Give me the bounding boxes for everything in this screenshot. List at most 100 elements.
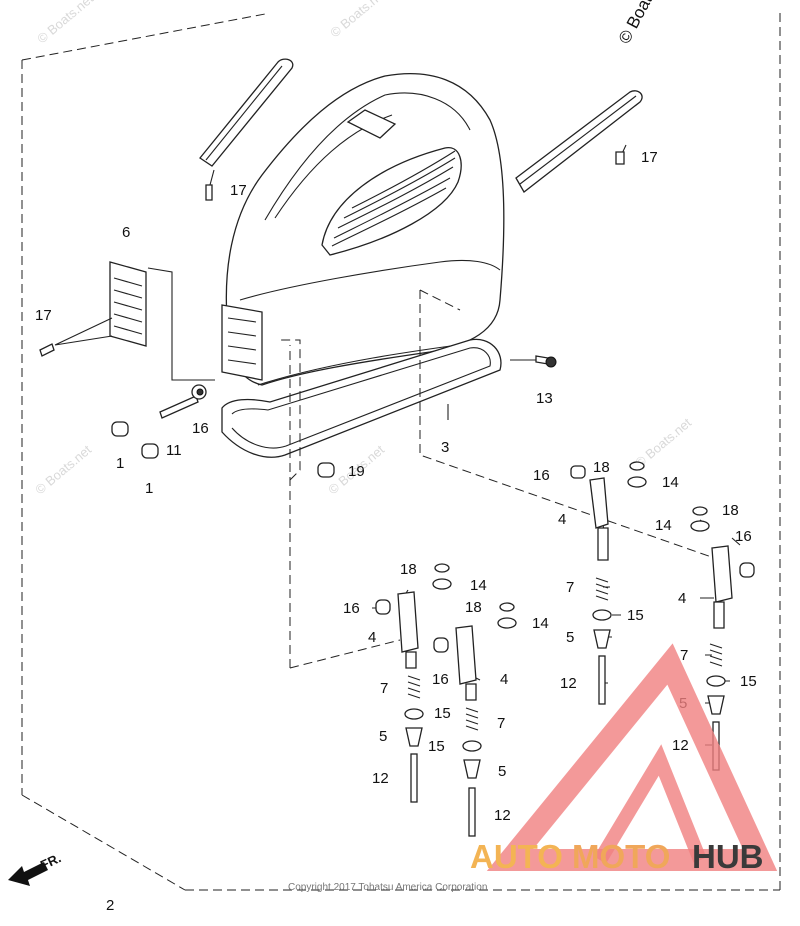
- screw: [39, 343, 55, 357]
- part-number-label: 4: [500, 671, 508, 688]
- part-number-label: 16: [533, 467, 550, 484]
- part-number-label: 7: [380, 680, 388, 697]
- cowl-line: [239, 259, 501, 301]
- cap-5: [593, 629, 611, 649]
- washer-15: [404, 708, 424, 720]
- grille-body: [109, 261, 147, 347]
- spring-stacks: [404, 577, 726, 837]
- collar: [375, 599, 391, 615]
- top-cowling: [221, 73, 505, 405]
- spring-7: [595, 577, 609, 601]
- watermark: © Boats.net: [34, 0, 96, 46]
- part-number-label: 17: [35, 307, 52, 324]
- part-number-label: 18: [593, 459, 610, 476]
- screw: [615, 151, 625, 165]
- part-number-label: 4: [678, 590, 686, 607]
- part-number-label: 6: [122, 224, 130, 241]
- rear-cutout: [221, 304, 263, 381]
- part-number-label: 16: [735, 528, 752, 545]
- brand-hub: HUB: [692, 838, 764, 875]
- part-number-label: 17: [230, 182, 247, 199]
- cowl-seal: [221, 338, 502, 458]
- spring-7: [709, 643, 723, 667]
- bolt-head: [545, 356, 557, 368]
- watermark: © Boats.net: [632, 415, 694, 471]
- part-number-label: 1: [116, 455, 124, 472]
- washer-15: [706, 675, 726, 687]
- part-number-label: 17: [641, 149, 658, 166]
- part-number-label: 18: [400, 561, 417, 578]
- part-number-label: 16: [432, 671, 449, 688]
- screw: [205, 184, 213, 201]
- seal-outer: [221, 338, 502, 458]
- part-number-label: 5: [498, 763, 506, 780]
- part-number-label: 15: [434, 705, 451, 722]
- part-number-label: 7: [680, 647, 688, 664]
- rear-grille: [109, 261, 147, 347]
- strip-line: [519, 95, 637, 185]
- part-number-label: 18: [465, 599, 482, 616]
- nut: [434, 563, 450, 573]
- watermark-corner: © Boats.net: [615, 0, 674, 47]
- cap-5: [463, 759, 481, 779]
- brand-moto: MOTO: [572, 838, 670, 875]
- latch-pin: [405, 651, 417, 669]
- part-number-label: 16: [343, 600, 360, 617]
- part-number-label: 2: [106, 897, 114, 914]
- latch-assemblies: [375, 461, 755, 701]
- grommet-1: [111, 421, 129, 437]
- pin-12: [410, 753, 418, 803]
- nut: [692, 506, 708, 516]
- part-number-label: 16: [192, 420, 209, 437]
- latch-pin: [465, 683, 477, 701]
- part-number-label: 12: [372, 770, 389, 787]
- washer: [432, 578, 452, 590]
- part-number-label: 14: [655, 517, 672, 534]
- cutout-detail: [227, 317, 257, 365]
- latch: [711, 545, 733, 603]
- part-number-label: 13: [536, 390, 553, 407]
- watermark: © Boats.net: [327, 0, 389, 40]
- spring-7: [407, 675, 421, 699]
- part-number-label: 14: [662, 474, 679, 491]
- frame-line: [21, 794, 186, 891]
- nut: [629, 461, 645, 471]
- top-vent-slot: [346, 109, 397, 139]
- latch-pin: [597, 527, 609, 561]
- latch: [455, 625, 477, 685]
- copyright-text: Copyright 2017 Tohatsu America Corporati…: [288, 882, 487, 893]
- part-number-label: 1: [145, 480, 153, 497]
- spring-7: [465, 707, 479, 731]
- vent-slats: [331, 150, 456, 247]
- latch-pin: [713, 601, 725, 629]
- part-number-label: 18: [722, 502, 739, 519]
- part-number-label: 15: [428, 738, 445, 755]
- washer: [497, 617, 517, 629]
- grille-slats: [113, 277, 143, 335]
- brand-auto: AUTO: [470, 838, 563, 875]
- part-number-label: 14: [470, 577, 487, 594]
- watermark: © Boats.net: [32, 442, 94, 498]
- collar: [570, 465, 586, 479]
- front-direction-indicator: FR.: [8, 850, 63, 886]
- cap-5: [405, 727, 423, 747]
- nut: [499, 602, 515, 612]
- front-label: FR.: [38, 850, 63, 872]
- dashed-leaders: [171, 289, 721, 669]
- pin-12: [468, 787, 476, 837]
- part-number-label: 4: [368, 629, 376, 646]
- part-number-label: 4: [558, 511, 566, 528]
- grommet-1: [141, 443, 159, 459]
- grommet-19: [317, 462, 335, 478]
- collar: [739, 562, 755, 578]
- latch: [589, 477, 609, 529]
- washer-15: [592, 609, 612, 621]
- part-number-label: 5: [379, 728, 387, 745]
- part-labels: 1 1 2 3 4 4 4 4 5 5 5 5 6 7 7 7 7 11 12 …: [35, 149, 757, 914]
- part-number-label: 11: [166, 442, 182, 459]
- washer: [627, 476, 647, 488]
- front-arrow-icon: [8, 862, 48, 886]
- logo-inner-mark-icon: [593, 744, 707, 864]
